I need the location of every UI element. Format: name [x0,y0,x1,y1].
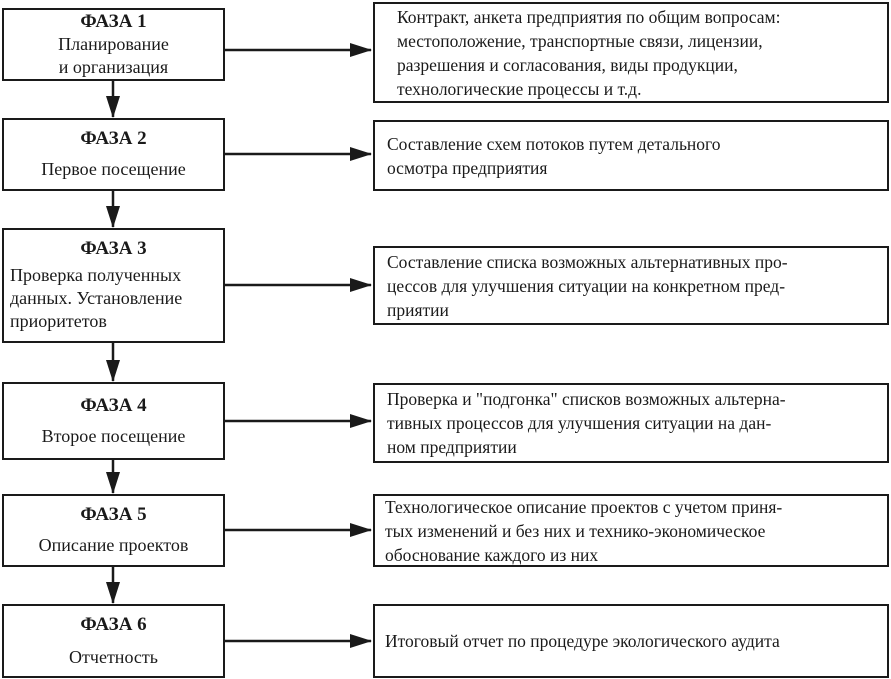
phase-6-result-box: Итоговый отчет по процедуре экологическо… [373,604,889,678]
phase-6-line-1: Отчетность [69,646,158,667]
phase-4-title: ФАЗА 4 [80,394,147,416]
phase-1-line-1: Планирование [58,33,169,54]
phase-1-result-line-1: Контракт, анкета предприятия по общим во… [397,6,781,27]
phase-4-result-line-3: ном предприятии [387,437,517,457]
phase-2-title: ФАЗА 2 [80,128,147,149]
phase-3-title: ФАЗА 3 [80,238,147,259]
phase-1-title: ФАЗА 1 [80,10,147,32]
phase-4-result-box: Проверка и "подгонка" списков возможных … [373,383,889,463]
phase-2-line-1: Первое посещение [41,159,186,179]
phase-3-line-1: Проверка полученных [10,265,182,285]
phase-3-result-line-3: приятии [387,299,449,320]
phase-2-result-line-2: осмотра предприятия [387,158,548,178]
phase-6-title: ФАЗА 6 [80,613,147,635]
phase-2-result-line-1: Составление схем потоков путем детальног… [387,134,721,154]
phase-4-line-1: Второе посещение [41,425,186,446]
phase-5-result-line-2: тых изменений и без них и технико-эконом… [385,520,766,541]
phase-4-result-line-1: Проверка и "подгонка" списков возможных … [387,389,786,409]
phase-1-result-line-3: разрешения и согласования, виды продукци… [397,54,738,75]
phase-3-line-2: данных. Установление [10,288,183,308]
phase-3-line-3: приоритетов [10,311,107,331]
phase-2-box: ФАЗА 2 Первое посещение [2,118,225,191]
phase-6-result-line-1: Итоговый отчет по процедуре экологическо… [385,631,780,651]
phase-1-result-line-4: технологические процессы и т.д. [397,78,642,99]
phase-3-result-line-2: цессов для улучшения ситуации на конкрет… [387,275,786,296]
phase-4-result-line-2: тивных процессов для улучшения ситуации … [387,413,772,433]
phase-5-box: ФАЗА 5 Описание проектов [2,494,225,567]
phase-1-box: ФАЗА 1 Планирование и организация [2,8,225,81]
phase-2-result-box: Составление схем потоков путем детальног… [373,120,889,191]
phase-5-title: ФАЗА 5 [80,504,147,525]
phase-1-result-box: Контракт, анкета предприятия по общим во… [373,2,889,103]
phase-3-result-line-1: Составление списка возможных альтернатив… [387,251,788,272]
phase-1-result-line-2: местоположение, транспортные связи, лице… [397,30,763,51]
phase-5-result-line-1: Технологическое описание проектов с учет… [385,496,783,517]
phase-5-line-1: Описание проектов [38,535,189,555]
phase-3-box: ФАЗА 3 Проверка полученных данных. Устан… [2,228,225,343]
phase-4-box: ФАЗА 4 Второе посещение [2,382,225,460]
phase-3-result-box: Составление списка возможных альтернатив… [373,246,889,325]
phase-5-result-box: Технологическое описание проектов с учет… [373,494,889,567]
phase-1-line-2: и организация [58,56,169,77]
phase-6-box: ФАЗА 6 Отчетность [2,604,225,678]
phase-5-result-line-3: обоснование каждого из них [385,544,599,565]
